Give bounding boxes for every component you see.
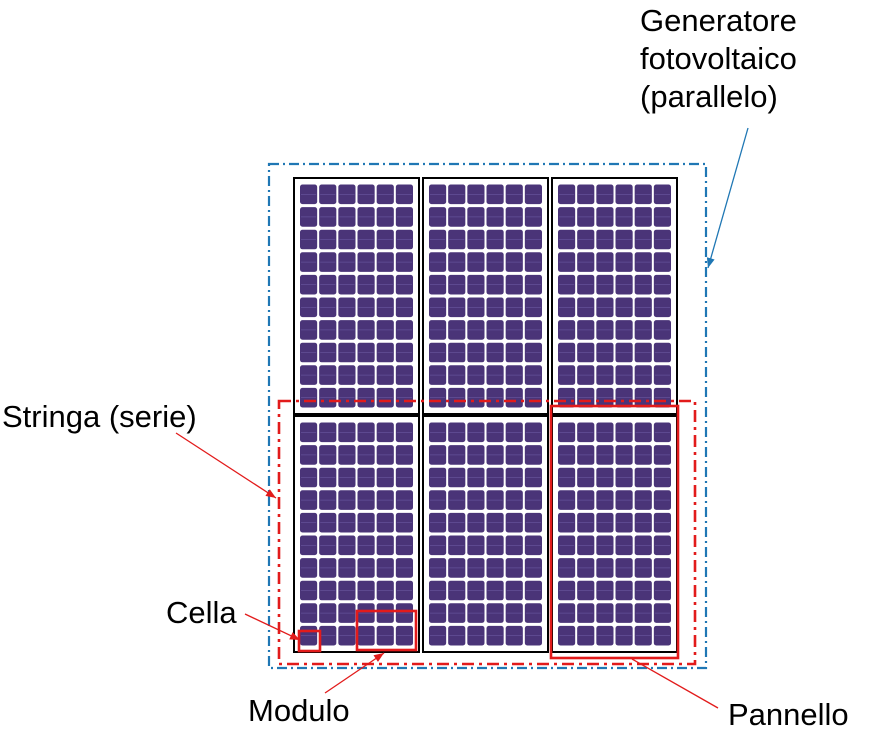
generator-label: Generatore fotovoltaico (parallelo) [640,2,797,116]
cell-arrow-line [244,613,301,641]
panel-1-1 [293,177,420,415]
cell-label: Cella [166,595,237,630]
generator-arrow-line [707,127,749,269]
panel-2-2 [422,415,549,653]
generator-arrow-head [706,257,715,268]
panel-1-3 [551,177,678,415]
cell-arrow [244,613,301,641]
panel-label: Pannello [728,697,849,732]
generator-arrow [706,127,749,269]
panel-2-3 [551,415,678,653]
generator-boundary [267,162,708,670]
string-arrow [175,432,277,499]
panel-callout-line [631,658,719,709]
module-arrow [324,652,385,694]
cell-arrow-head [289,632,300,640]
module-arrow-line [324,652,385,694]
generator-label-line-3: (parallelo) [640,79,778,114]
panels-layer [293,177,678,653]
overlay-layer [175,127,749,709]
module-arrow-head [373,653,384,662]
panel-1-2 [422,177,549,415]
generator-label-line-1: Generatore [640,3,797,38]
string-boundary [277,399,697,666]
generator-label-line-2: fotovoltaico [640,41,797,76]
cell-highlight [297,629,322,653]
string-arrow-line [175,432,277,499]
module-highlight [355,609,418,652]
panel-highlight [549,404,680,660]
string-label: Stringa (serie) [2,399,197,434]
module-label: Modulo [248,693,350,728]
string-arrow-head [265,489,276,498]
